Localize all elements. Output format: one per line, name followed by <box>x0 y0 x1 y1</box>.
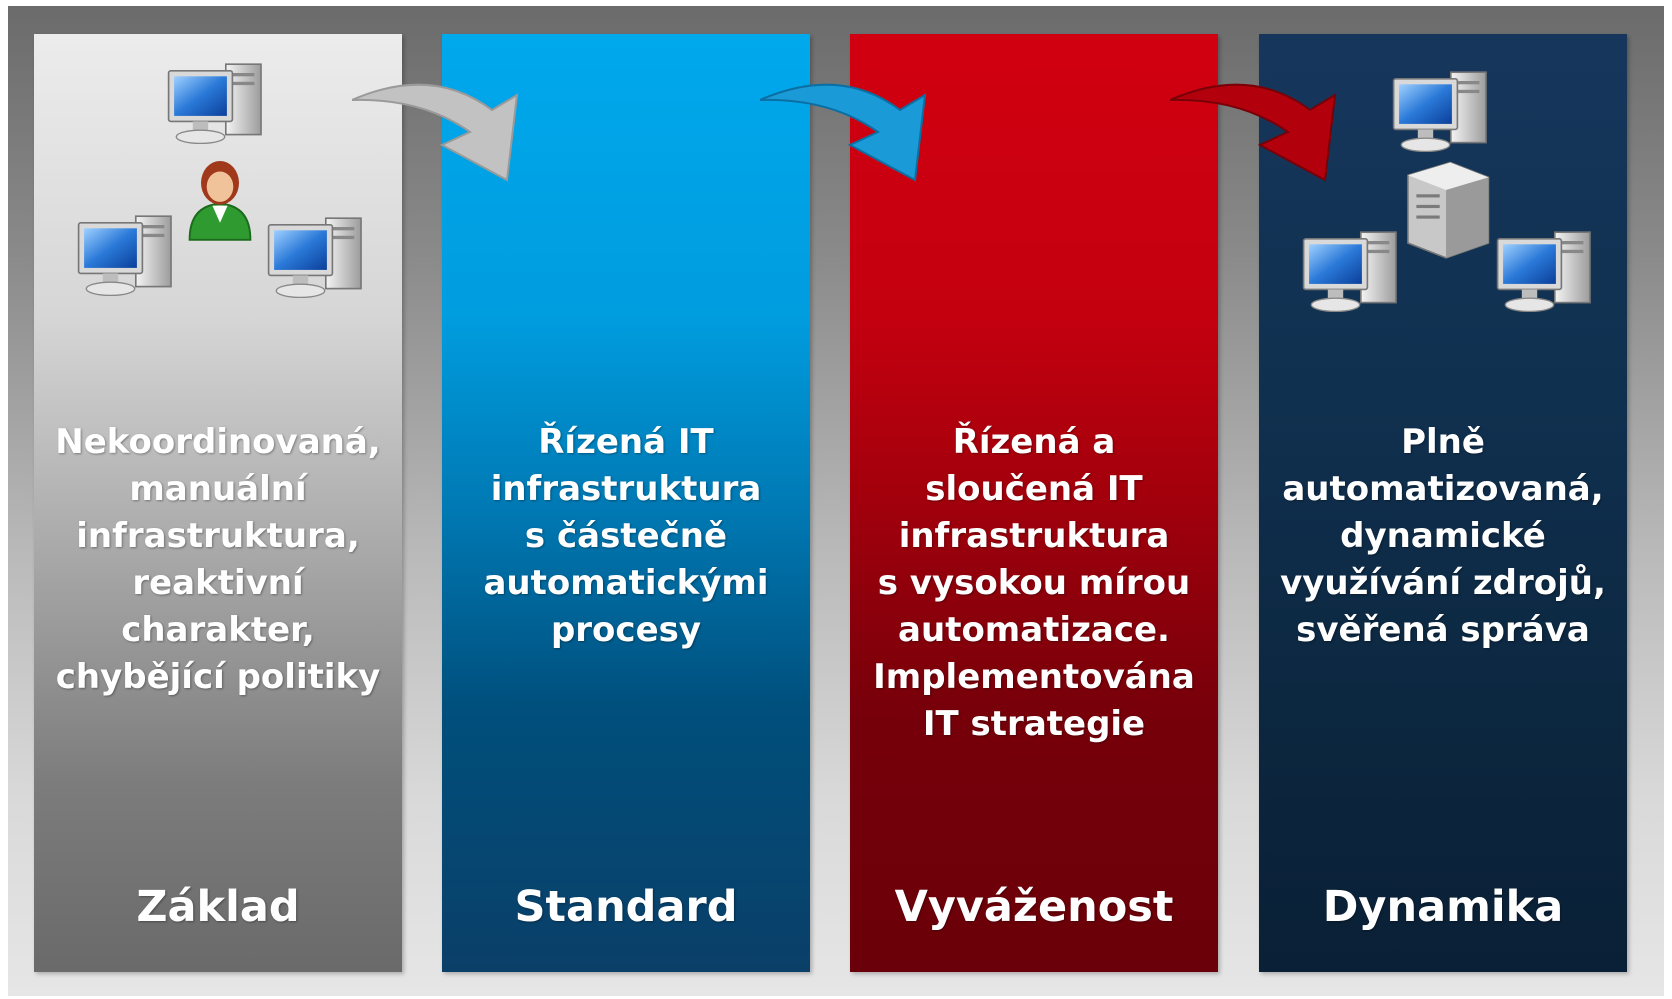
arrow-right-icon <box>1170 83 1337 182</box>
stage-description: Řízená a sloučená IT infrastruktura s vy… <box>873 422 1195 744</box>
computer-icon <box>72 214 182 302</box>
stage-column-4: Plně automatizovaná, dynamické využívání… <box>1259 34 1627 972</box>
stage-column-1: Nekoordinovaná, manuální infrastruktura,… <box>34 34 402 972</box>
stage-label: Standard <box>514 882 738 932</box>
user-icon <box>182 154 258 244</box>
stage-description: Nekoordinovaná, manuální infrastruktura,… <box>55 422 381 697</box>
computer-icon <box>262 216 372 304</box>
stage-description: Plně automatizovaná, dynamické využívání… <box>1280 422 1606 650</box>
stage-label: Vyváženost <box>894 882 1174 932</box>
computer-icon <box>1297 230 1407 318</box>
computer-icon <box>1491 230 1601 318</box>
stage-column-3: Řízená a sloučená IT infrastruktura s vy… <box>850 34 1218 972</box>
stage-description: Řízená IT infrastruktura s částečně auto… <box>483 422 769 650</box>
arrow-right-icon <box>352 83 519 182</box>
server-icon <box>1397 154 1493 260</box>
stage-label: Základ <box>136 882 300 932</box>
arrow-right-icon <box>760 83 927 182</box>
stage-label: Dynamika <box>1322 882 1564 932</box>
computer-icon <box>1387 70 1497 158</box>
computer-icon <box>162 62 272 150</box>
stage-column-2: Řízená IT infrastruktura s částečně auto… <box>442 34 810 972</box>
